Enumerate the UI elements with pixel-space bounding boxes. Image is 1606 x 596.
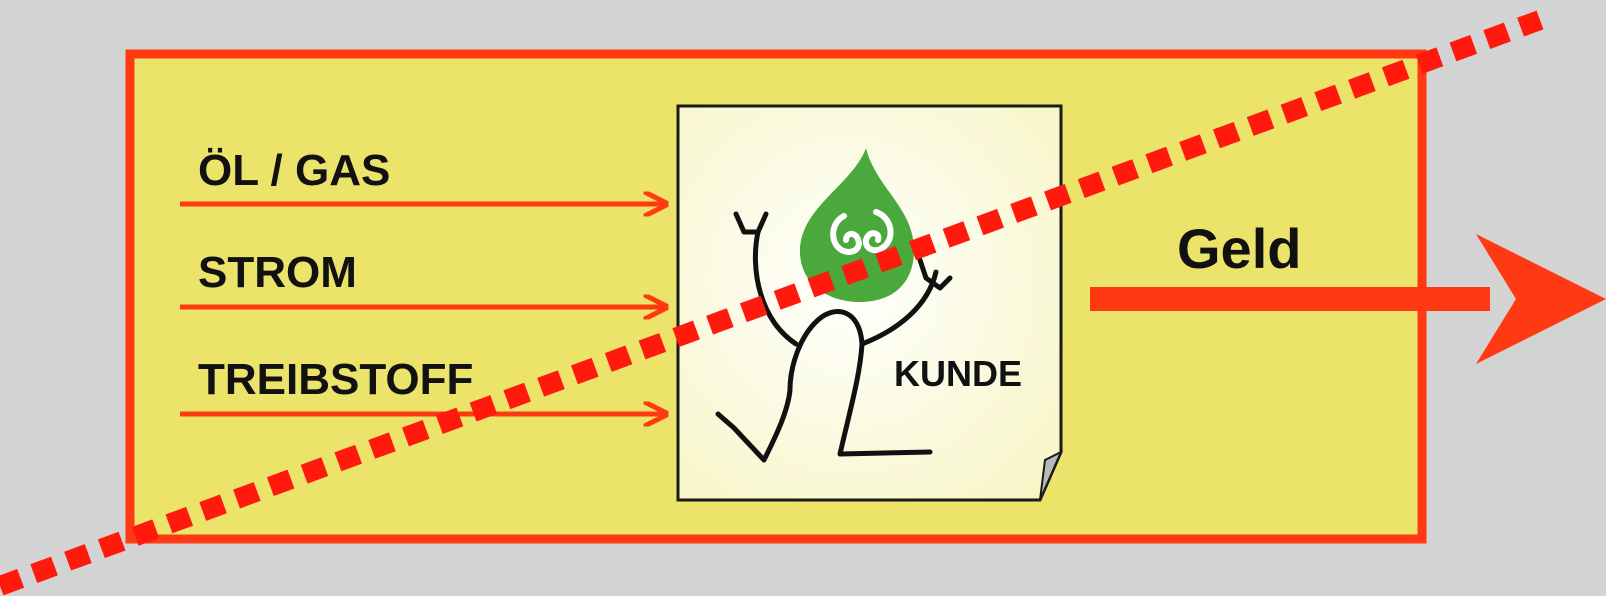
customer-label: KUNDE bbox=[894, 353, 1022, 394]
dancing-figure-icon bbox=[715, 211, 953, 463]
input-label-fuel: TREIBSTOFF bbox=[198, 355, 473, 404]
dotted-boundary-line bbox=[0, 10, 1544, 596]
output-label: Geld bbox=[1177, 217, 1301, 280]
output-arrowhead bbox=[1476, 234, 1606, 364]
card-folded-corner-icon bbox=[1039, 449, 1064, 501]
input-label-electricity: STROM bbox=[198, 248, 357, 297]
input-label-oil-gas: ÖL / GAS bbox=[198, 146, 390, 195]
output-arrow-shaft bbox=[1090, 287, 1490, 311]
